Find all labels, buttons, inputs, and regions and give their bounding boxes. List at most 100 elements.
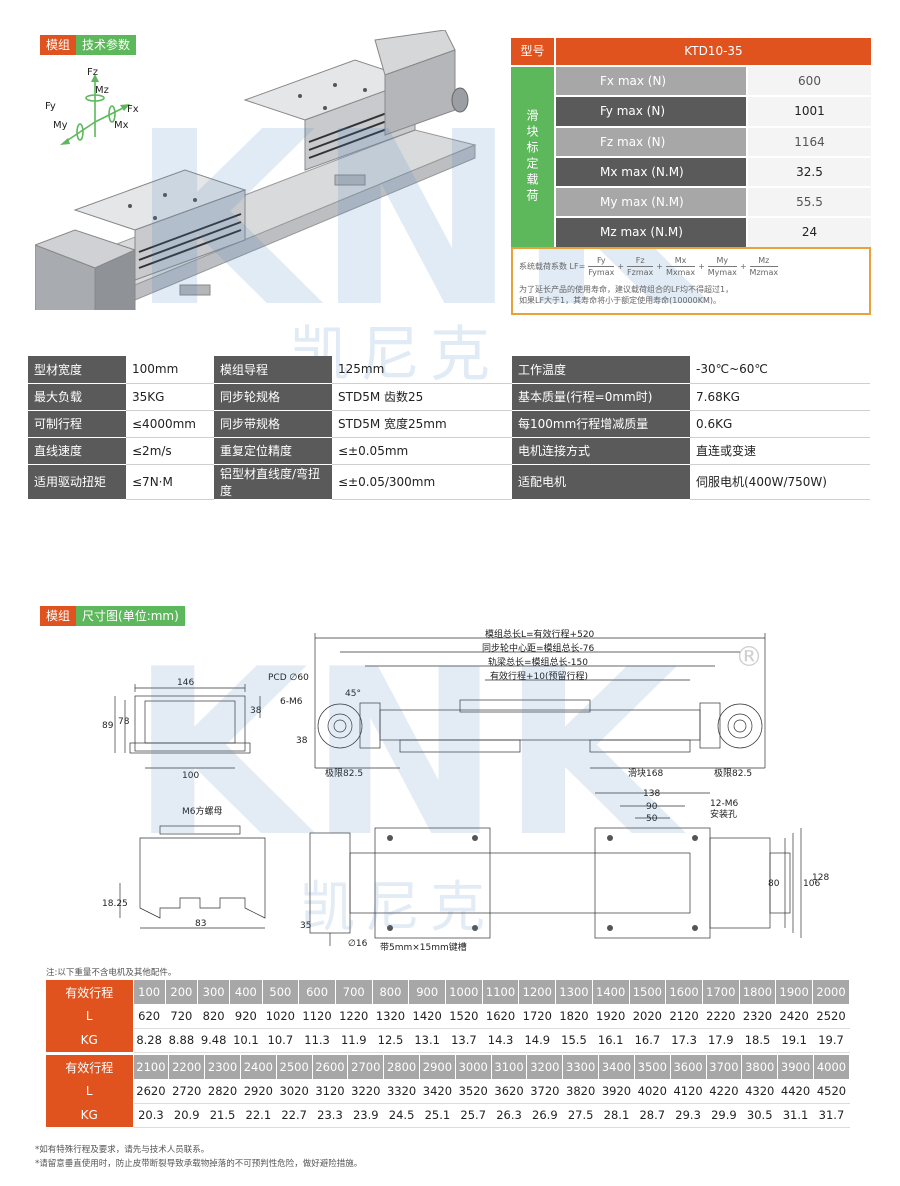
table-cell: 200 bbox=[165, 980, 199, 1004]
table-cell: 2600 bbox=[312, 1055, 349, 1079]
table-cell: 3700 bbox=[706, 1055, 743, 1079]
spec-value: 1001 bbox=[746, 97, 871, 126]
formula-num: Mx bbox=[674, 256, 687, 265]
spec-value: 32.5 bbox=[746, 157, 871, 187]
table-cell: 4220 bbox=[706, 1079, 743, 1104]
table-cell: 8.28 bbox=[133, 1028, 166, 1053]
product-illustration bbox=[35, 30, 477, 310]
table-cell: 3020 bbox=[276, 1079, 313, 1104]
row-label: L bbox=[46, 1004, 134, 1028]
table-cell: 3820 bbox=[562, 1079, 600, 1104]
param-value: 125mm bbox=[332, 356, 512, 384]
table-cell: 3320 bbox=[383, 1079, 420, 1104]
axis-mx-label: Mx bbox=[114, 120, 129, 131]
param-value: ≤4000mm bbox=[126, 410, 214, 438]
table-cell: 4000 bbox=[813, 1055, 851, 1079]
tag-module: 模组 bbox=[40, 35, 77, 55]
spec-value: 55.5 bbox=[746, 188, 871, 217]
table-cell: 22.1 bbox=[240, 1103, 277, 1128]
formula-den: Mzmax bbox=[749, 266, 779, 277]
axis-fz-label: Fz bbox=[87, 67, 98, 78]
row-label: 有效行程 bbox=[46, 980, 134, 1004]
dim-83: 83 bbox=[195, 919, 206, 929]
param-value: STD5M 齿数25 bbox=[332, 383, 512, 411]
param-key: 基本质量(行程=0mm时) bbox=[512, 383, 690, 411]
table-cell: 3200 bbox=[526, 1055, 564, 1079]
dim-stroke: 有效行程+10(预留行程) bbox=[490, 670, 588, 682]
axis-fx-label: Fx bbox=[127, 104, 139, 115]
table-cell: 700 bbox=[335, 980, 373, 1004]
param-value: ≤±0.05/300mm bbox=[332, 464, 512, 500]
section-tag-specs: 模组 技术参数 bbox=[40, 35, 137, 55]
table-cell: 720 bbox=[165, 1004, 199, 1029]
table-cell: 2320 bbox=[739, 1004, 777, 1029]
param-row: 适用驱动扭矩≤7N·M 铝型材直线度/弯扭度≤±0.05/300mm 适配电机伺… bbox=[28, 464, 870, 500]
formula-num: Mz bbox=[758, 256, 770, 265]
dim-128: 128 bbox=[812, 873, 829, 883]
table-cell: 3120 bbox=[312, 1079, 349, 1104]
table-cell: 3920 bbox=[598, 1079, 635, 1104]
table-cell: 2220 bbox=[702, 1004, 740, 1029]
param-key: 适配电机 bbox=[512, 464, 690, 500]
spec-row: Fx max (N)600 bbox=[556, 65, 871, 96]
formula-num: Fz bbox=[635, 256, 645, 265]
param-value: 直连或变速 bbox=[690, 437, 870, 465]
table-cell: 29.3 bbox=[670, 1103, 707, 1128]
axis-my-label: My bbox=[53, 120, 68, 131]
table-cell: 3900 bbox=[777, 1055, 814, 1079]
table-cell: 12.5 bbox=[372, 1028, 410, 1053]
table-cell: 1200 bbox=[518, 980, 557, 1004]
spec-row: Mx max (N.M)32.5 bbox=[556, 155, 871, 187]
table-cell: 1600 bbox=[665, 980, 703, 1004]
dim-keyway: 带5mm×15mm键槽 bbox=[380, 941, 467, 953]
spec-value: 1164 bbox=[746, 127, 871, 156]
param-value: 35KG bbox=[126, 383, 214, 411]
dim-90: 90 bbox=[646, 802, 658, 812]
table-cell: 3720 bbox=[526, 1079, 564, 1104]
dim-sync-distance: 同步轮中心距=模组总长-76 bbox=[482, 642, 595, 654]
table-cell: 20.9 bbox=[168, 1103, 206, 1128]
table-cell: 2100 bbox=[133, 1055, 170, 1079]
param-key: 适用驱动扭矩 bbox=[28, 464, 126, 500]
table-cell: 18.5 bbox=[739, 1028, 777, 1053]
table-cell: 16.1 bbox=[592, 1028, 630, 1053]
table-cell: 26.9 bbox=[526, 1103, 564, 1128]
table-cell: 2700 bbox=[347, 1055, 385, 1079]
table-cell: 2620 bbox=[133, 1079, 170, 1104]
param-value: ≤2m/s bbox=[126, 437, 214, 465]
tag-module: 模组 bbox=[40, 606, 77, 626]
param-key: 同步轮规格 bbox=[214, 383, 332, 411]
table-cell: 500 bbox=[262, 980, 300, 1004]
row-label: KG bbox=[46, 1028, 134, 1052]
param-key: 重复定位精度 bbox=[214, 437, 332, 465]
table-cell: 1700 bbox=[702, 980, 740, 1004]
table-cell: 11.3 bbox=[298, 1028, 336, 1053]
table-cell: 3620 bbox=[491, 1079, 528, 1104]
table-cell: 3600 bbox=[670, 1055, 707, 1079]
spec-row: Mz max (N.M)24 bbox=[556, 216, 871, 247]
table-cell: 600 bbox=[298, 980, 336, 1004]
load-spec-table: 型号 KTD10-35 滑块标定载荷 Fx max (N)600 Fy max … bbox=[511, 38, 871, 315]
param-value: ≤7N·M bbox=[126, 464, 214, 500]
dim-12m6: 12-M6 bbox=[710, 799, 738, 809]
table-cell: 1100 bbox=[482, 980, 520, 1004]
table-cell: 3300 bbox=[562, 1055, 600, 1079]
param-key: 工作温度 bbox=[512, 356, 690, 384]
table-cell: 3220 bbox=[347, 1079, 385, 1104]
dim-146: 146 bbox=[177, 678, 194, 688]
note-line: 为了延长产品的使用寿命，建议载荷组合的LF均不得超过1， bbox=[519, 285, 734, 294]
axis-mz-label: Mz bbox=[95, 85, 109, 96]
table-cell: 2420 bbox=[775, 1004, 814, 1029]
spec-key: Mx max (N.M) bbox=[556, 157, 746, 187]
table-cell: 300 bbox=[197, 980, 231, 1004]
table-cell: 1900 bbox=[775, 980, 814, 1004]
param-key: 可制行程 bbox=[28, 410, 126, 438]
table-cell: 16.7 bbox=[629, 1028, 667, 1053]
table-cell: 10.1 bbox=[229, 1028, 263, 1053]
table-cell: 28.7 bbox=[634, 1103, 671, 1128]
watermark-brand-bottom: KNK bbox=[130, 621, 679, 888]
